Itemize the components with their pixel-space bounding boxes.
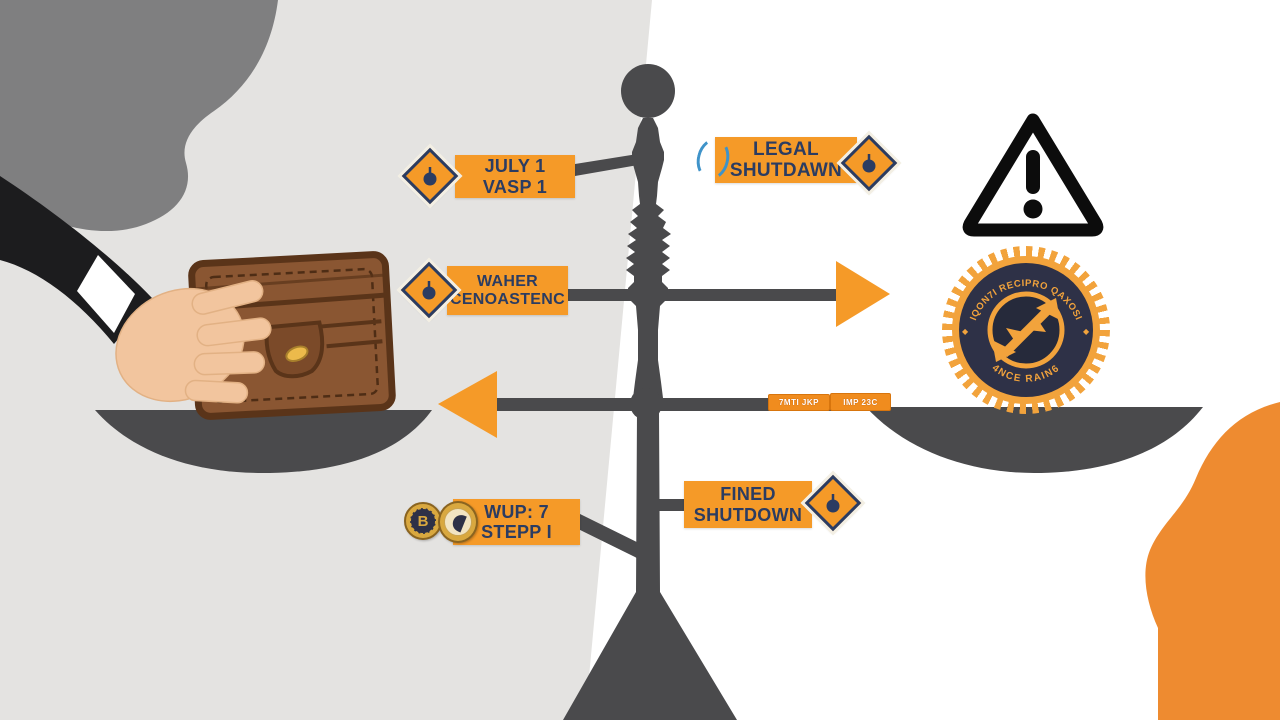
right-pan bbox=[866, 407, 1203, 473]
bitcoin-coin-icon: B bbox=[404, 502, 442, 540]
label-fined-shutdown: FINED SHUTDOWN bbox=[684, 481, 812, 528]
stand-column bbox=[626, 118, 671, 398]
mini-banner-chip: 7MTI JKP bbox=[768, 394, 830, 411]
warning-diamond-icon bbox=[401, 147, 459, 205]
coin-glyph bbox=[449, 512, 467, 532]
left-pan bbox=[95, 410, 432, 473]
warning-diamond-icon bbox=[400, 261, 458, 319]
badge-separator-right: ◆ bbox=[1083, 327, 1090, 336]
wallet-snap-button bbox=[285, 345, 309, 363]
arrow-right-icon bbox=[836, 261, 890, 327]
compliance-seal-badge: IQON7I RECIPRO QAXOSI 4NCE RAIN6 ◆ ◆ bbox=[942, 246, 1110, 414]
label-fined-line1: FINED bbox=[720, 484, 776, 505]
label-july-line2: VASP 1 bbox=[482, 176, 548, 197]
badge-separator-left: ◆ bbox=[962, 327, 969, 336]
shirt-cuff bbox=[77, 255, 135, 333]
person-silhouette-blob bbox=[0, 0, 278, 232]
mini-banner-chip: IMP 23C bbox=[830, 393, 891, 411]
diamond-pin-icon bbox=[412, 273, 446, 307]
arrow-left-icon bbox=[438, 371, 497, 438]
diamond-pin-icon bbox=[852, 146, 886, 180]
label-waher-cenoastenc: WAHER CENOASTENC bbox=[447, 266, 568, 315]
label-july-line1: JULY 1 bbox=[484, 156, 546, 177]
bitcoin-symbol: B bbox=[417, 512, 429, 530]
beam-july bbox=[575, 152, 650, 176]
coin-icon bbox=[438, 501, 478, 543]
beam-wup bbox=[572, 513, 651, 562]
orange-blob bbox=[1145, 402, 1280, 720]
label-waher-line1: WAHER bbox=[476, 272, 539, 290]
label-wup-line2: STEPP I bbox=[481, 522, 552, 542]
stand-sphere bbox=[621, 64, 675, 118]
diamond-pin-icon bbox=[413, 159, 447, 193]
label-legal-line2: SHUTDAWN bbox=[729, 160, 843, 181]
warning-diamond-icon bbox=[840, 134, 898, 192]
label-legal-line1: LEGAL bbox=[753, 138, 819, 160]
badge-detail: IQON7I RECIPRO QAXOSI 4NCE RAIN6 ◆ ◆ bbox=[962, 278, 1090, 385]
warning-diamond-icon bbox=[804, 474, 862, 532]
double-arrow-icon bbox=[992, 298, 1060, 362]
label-legal-shutdown: LEGAL SHUTDAWN bbox=[715, 137, 857, 183]
stand-base bbox=[563, 412, 737, 720]
beam-middle bbox=[563, 289, 839, 301]
label-fined-line2: SHUTDOWN bbox=[693, 504, 803, 525]
label-wup-line1: WUP: 7 bbox=[484, 501, 549, 522]
diamond-pin-icon bbox=[816, 486, 850, 520]
hand bbox=[115, 280, 272, 404]
warning-triangle-icon bbox=[962, 113, 1104, 237]
label-july-vasp: JULY 1 VASP 1 bbox=[455, 155, 575, 198]
label-waher-line2: CENOASTENC bbox=[449, 290, 565, 308]
